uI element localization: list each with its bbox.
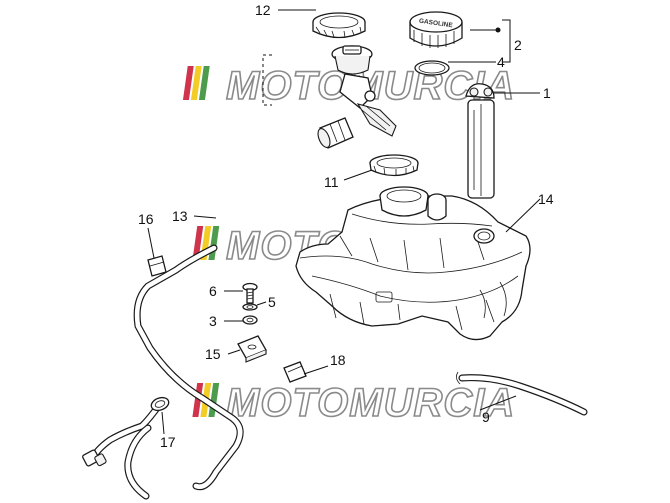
callout-18: 18: [330, 352, 346, 368]
part-fuel-pump-group: [262, 45, 397, 149]
part-washer: [242, 303, 258, 311]
part-hose-connector: [82, 449, 107, 467]
watermark-stripes: [182, 66, 210, 100]
callout-4: 4: [497, 54, 505, 70]
callout-17: 17: [160, 434, 176, 450]
part-fuel-tank: [295, 186, 531, 341]
callout-labels: 12 2 4 1 11 14 13 16 6 5 3 15 18 17 9: [138, 2, 554, 450]
part-fuel-cap: GASOLINE: [409, 11, 463, 48]
callout-12: 12: [255, 2, 271, 18]
part-overflow-hose: [456, 371, 588, 416]
leader-lines: [147, 9, 541, 435]
callout-11: 11: [324, 174, 339, 190]
callout-16: 16: [138, 211, 154, 227]
part-gasket-ring: [369, 154, 419, 177]
part-nut: [242, 315, 258, 325]
callout-5: 5: [268, 294, 276, 310]
part-hose-clamp: [150, 396, 170, 412]
callout-9: 9: [482, 409, 490, 425]
callout-3: 3: [209, 313, 217, 329]
part-rubber-mount: [283, 361, 307, 383]
callout-15: 15: [205, 346, 221, 362]
part-filler-ring: [312, 12, 366, 39]
part-bracket-plate: [237, 335, 267, 363]
callout-1: 1: [543, 85, 551, 101]
part-hose-clip: [147, 255, 167, 277]
part-drain-hose: [82, 396, 170, 500]
part-bolt: [242, 282, 258, 304]
part-breather-hose: [133, 244, 244, 491]
part-fuel-level-sender: [465, 83, 495, 199]
callout-13: 13: [172, 208, 188, 224]
part-o-ring: [414, 60, 450, 76]
callout-6: 6: [209, 283, 217, 299]
watermark-bottom: MOTOMURCIA: [192, 380, 515, 426]
callout-14: 14: [538, 191, 554, 207]
callout-2: 2: [514, 37, 522, 53]
cap-gasoline-text: GASOLINE: [418, 18, 453, 30]
watermark-text: MOTOMURCIA: [226, 381, 515, 425]
part-fuel-filter: [317, 117, 354, 149]
